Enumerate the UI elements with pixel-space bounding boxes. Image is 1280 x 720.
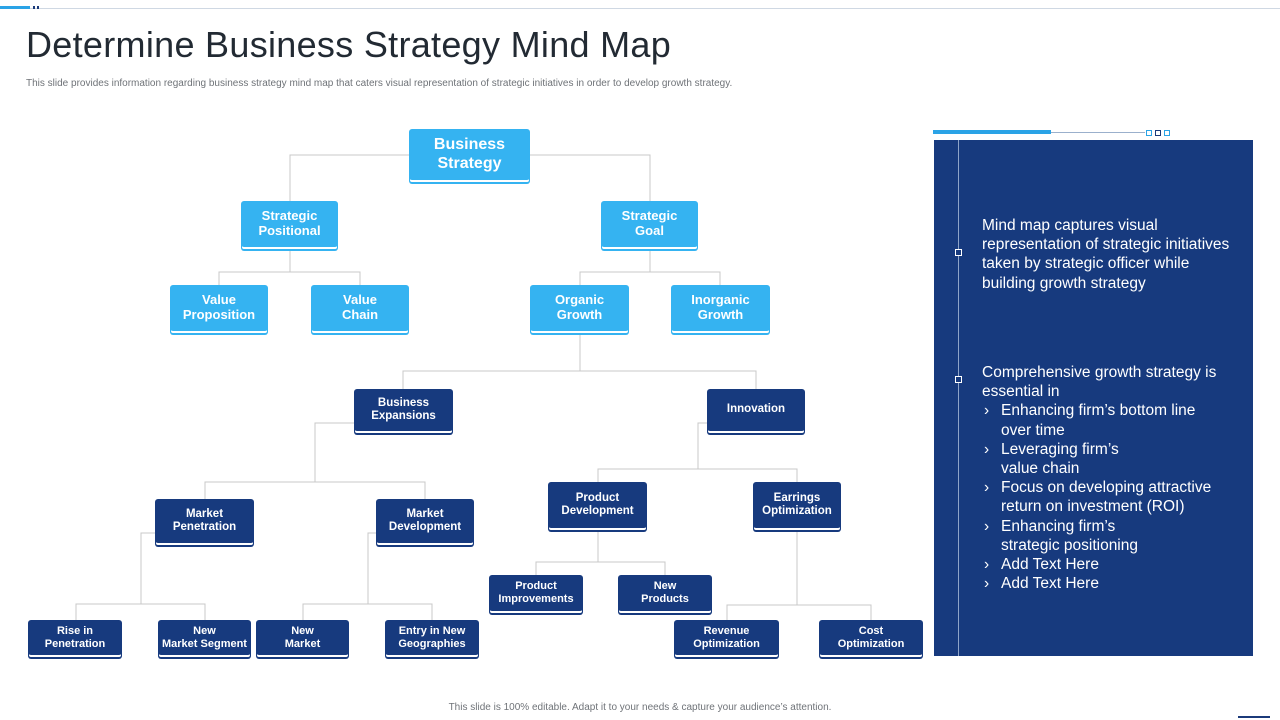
connector-penetration-down — [140, 532, 155, 604]
panel-timeline-line — [958, 140, 959, 656]
top-rule — [0, 8, 1280, 9]
bottom-accent-line — [1238, 716, 1270, 718]
panel-list-item: Add Text Here — [982, 574, 1244, 593]
panel-line: Mind map captures visual — [982, 217, 1158, 234]
connector-organic-bar — [402, 370, 757, 389]
connector-goal-bar — [579, 271, 721, 285]
panel-text-block-2: Comprehensive growth strategy is essenti… — [982, 363, 1244, 594]
node-innovation: Innovation — [707, 389, 805, 431]
panel-deco-square-2 — [1155, 130, 1161, 136]
panel-accent-line — [1051, 132, 1145, 133]
connector-earrings-bar — [726, 604, 872, 620]
slide-title: Determine Business Strategy Mind Map — [26, 24, 672, 65]
panel-bullet-square-2 — [955, 376, 962, 383]
panel-line: building growth strategy — [982, 274, 1146, 292]
panel-line: taken by strategic officer while — [982, 255, 1190, 273]
slide-subtitle: This slide provides information regardin… — [26, 78, 733, 89]
top-accent-dots — [33, 6, 39, 9]
connector-innovation-down — [697, 422, 707, 469]
connector-root-positional — [289, 154, 409, 201]
panel-accent-bar — [933, 130, 1051, 134]
connector-development-bar — [302, 603, 433, 620]
panel-line: representation of strategic initiatives — [982, 236, 1230, 254]
connector-expansions-bar — [204, 481, 426, 499]
connector-development-down — [367, 532, 376, 604]
panel-list-item: Add Text Here — [982, 555, 1244, 574]
panel-line: Comprehensive growth strategy is — [982, 364, 1217, 381]
connector-innovation-bar — [597, 468, 798, 482]
panel-bullet-square-1 — [955, 249, 962, 256]
panel-line: essential in — [982, 383, 1060, 401]
connector-root-goal — [530, 154, 651, 201]
top-accent-bar — [0, 6, 30, 9]
connector-product-dev-bar — [535, 561, 666, 575]
slide-footer: This slide is 100% editable. Adapt it to… — [448, 702, 832, 713]
connector-penetration-bar — [75, 603, 206, 620]
panel-deco-square-1 — [1146, 130, 1152, 136]
panel-deco-square-3 — [1164, 130, 1170, 136]
panel-text-block-1: Mind map captures visual representation … — [982, 216, 1244, 293]
connector-positional-bar — [218, 271, 361, 285]
connector-expansions-down — [314, 422, 354, 482]
